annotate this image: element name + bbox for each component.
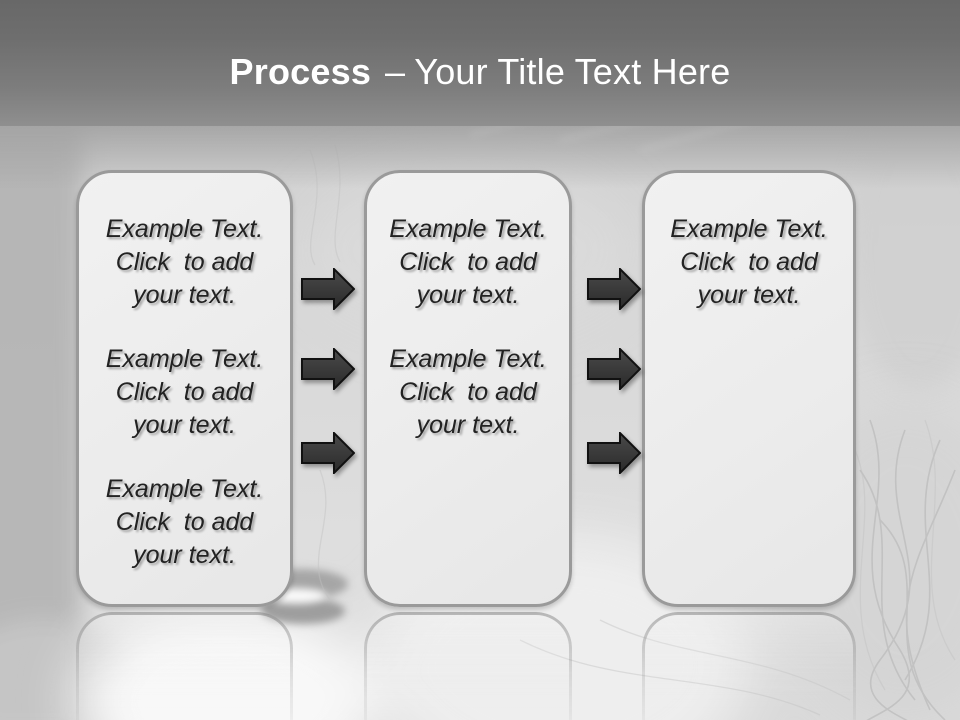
placeholder-text-line: Click to add <box>399 378 537 406</box>
placeholder-text-line: Click to add <box>399 248 537 276</box>
title-text: Your Title Text Here <box>414 51 731 92</box>
header-band: Process–Your Title Text Here <box>0 0 960 126</box>
placeholder-text[interactable]: Example Text. Click to add your text. <box>79 343 290 442</box>
placeholder-text-line: Example Text. <box>670 215 828 243</box>
box-reflection <box>642 612 856 720</box>
placeholder-text-line: Example Text. <box>389 215 547 243</box>
placeholder-text-line: Example Text. <box>105 475 264 503</box>
placeholder-text[interactable]: Example Text. Click to add your text. <box>79 213 290 312</box>
placeholder-text[interactable]: Example Text. Click to add your text. <box>367 343 569 442</box>
placeholder-text-line: Example Text. <box>105 215 264 243</box>
placeholder-text[interactable]: Example Text. Click to add your text. <box>645 213 853 312</box>
title-keyword: Process <box>229 51 372 92</box>
slide-title: Process–Your Title Text Here <box>0 50 960 94</box>
placeholder-text-line: Click to add <box>680 248 818 276</box>
title-separator: – <box>385 51 406 92</box>
placeholder-text-line: your text. <box>133 411 236 439</box>
placeholder-text-line: Click to add <box>115 378 254 406</box>
placeholder-text-line: Click to add <box>115 248 254 276</box>
placeholder-text-line: Example Text. <box>389 345 547 373</box>
placeholder-text-line: your text. <box>697 281 801 309</box>
placeholder-text-line: Click to add <box>115 508 254 536</box>
placeholder-text-line: your text. <box>133 281 236 309</box>
placeholder-text-line: your text. <box>416 411 520 439</box>
placeholder-text[interactable]: Example Text. Click to add your text. <box>79 473 290 572</box>
box-reflection <box>364 612 572 720</box>
placeholder-text[interactable]: Example Text. Click to add your text. <box>367 213 569 312</box>
process-step-box[interactable]: Example Text. Click to add your text. <box>642 170 856 607</box>
box-reflection <box>76 612 293 720</box>
placeholder-text-line: Example Text. <box>105 345 264 373</box>
placeholder-text-line: your text. <box>416 281 520 309</box>
placeholder-text-line: your text. <box>133 541 236 569</box>
